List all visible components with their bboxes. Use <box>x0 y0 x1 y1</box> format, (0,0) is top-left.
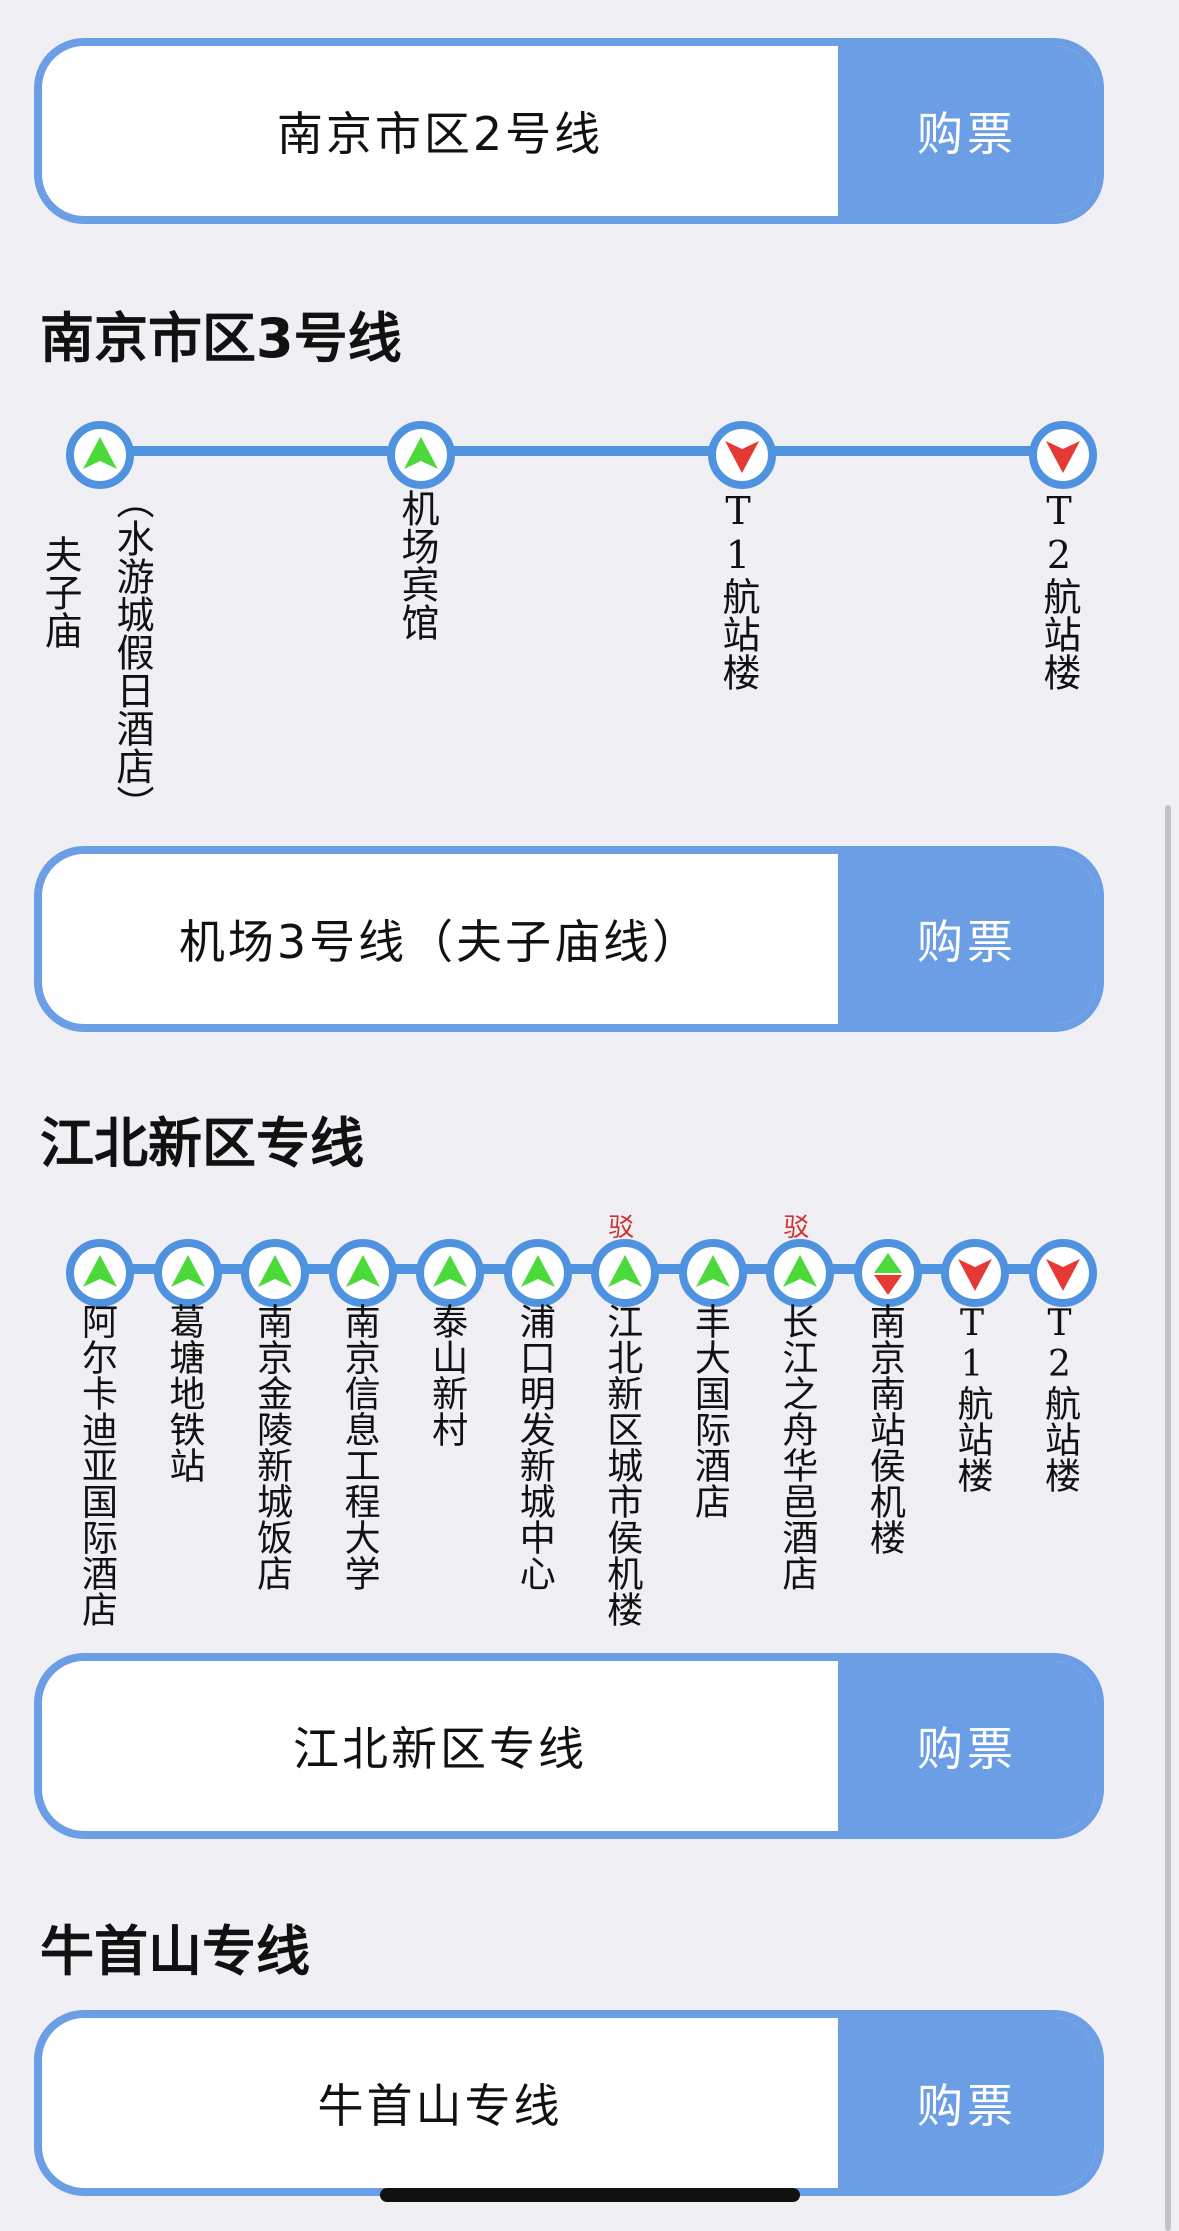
buy-ticket-button[interactable]: 购票 <box>838 46 1096 216</box>
station-name: T1航站楼 <box>716 489 760 691</box>
station-node <box>66 421 134 489</box>
home-indicator <box>380 2188 800 2202</box>
station-name: T2航站楼 <box>1039 1303 1080 1493</box>
station-node <box>678 1239 747 1307</box>
station-name: T2航站楼 <box>1037 489 1081 691</box>
station-name: 南京信息工程大学 <box>338 1303 380 1591</box>
route-name: 南京市区2号线 <box>276 107 604 161</box>
station-name: T1航站楼 <box>951 1303 993 1493</box>
station-node <box>503 1239 572 1307</box>
section-title: 南京市区3号线 <box>40 307 402 370</box>
station-node <box>591 1239 660 1307</box>
transfer-badge: 驳 <box>783 1213 810 1243</box>
route-track <box>96 446 1059 456</box>
transfer-badge: 驳 <box>608 1213 635 1243</box>
station-name: 浦口明发新城中心 <box>513 1303 555 1591</box>
station-subname: （水游城假日酒店） <box>110 481 154 823</box>
route-track <box>96 1264 1059 1274</box>
route-card-nanjing-2: 南京市区2号线 购票 <box>34 38 1104 224</box>
station-node <box>766 1239 835 1307</box>
route-card-airport-3: 机场3号线（夫子庙线） 购票 <box>34 846 1104 1032</box>
route-card-jiangbei: 江北新区专线 购票 <box>34 1653 1104 1839</box>
station-node <box>241 1239 310 1307</box>
station-name: 南京金陵新城饭店 <box>251 1303 293 1591</box>
station-diagram: 阿尔卡迪亚国际酒店 葛塘地铁站 南京金陵新城饭店 南京信息工程大学 泰山新村 浦口明发新城… <box>66 1213 1097 1627</box>
route-name: 牛首山专线 <box>317 2079 563 2133</box>
station-node <box>416 1239 485 1307</box>
section-title: 江北新区专线 <box>40 1112 364 1175</box>
station-node <box>153 1239 222 1307</box>
route-name: 江北新区专线 <box>293 1722 587 1776</box>
station-name: 长江之舟华邑酒店 <box>776 1303 818 1591</box>
station-name: 丰大国际酒店 <box>688 1303 730 1519</box>
route-name: 机场3号线（夫子庙线） <box>178 915 702 969</box>
buy-ticket-button[interactable]: 购票 <box>838 854 1096 1024</box>
route-card-niushoushan: 牛首山专线 购票 <box>34 2010 1104 2196</box>
station-node <box>708 421 776 489</box>
station-node <box>941 1239 1010 1307</box>
station-name: 夫子庙 <box>38 535 82 649</box>
station-node <box>1029 1239 1097 1307</box>
section-title: 牛首山专线 <box>40 1920 310 1983</box>
buy-ticket-button[interactable]: 购票 <box>838 1661 1096 1831</box>
station-node <box>66 1239 134 1307</box>
station-node <box>387 421 455 489</box>
station-node <box>328 1239 397 1307</box>
station-node <box>1029 421 1097 489</box>
station-name: 泰山新村 <box>426 1303 468 1447</box>
buy-ticket-button[interactable]: 购票 <box>838 2018 1096 2188</box>
scrollbar[interactable] <box>1165 805 1171 2231</box>
station-name: 江北新区城市侯机楼 <box>601 1303 643 1627</box>
station-name: 阿尔卡迪亚国际酒店 <box>76 1303 117 1627</box>
station-name: 葛塘地铁站 <box>163 1303 205 1483</box>
station-node <box>853 1239 922 1307</box>
station-diagram: 夫子庙 （水游城假日酒店） 机场宾馆 T1航站楼 T2航站楼 <box>0 0 1179 823</box>
station-name: 机场宾馆 <box>395 489 439 641</box>
station-name: 南京南站侯机楼 <box>863 1303 905 1555</box>
